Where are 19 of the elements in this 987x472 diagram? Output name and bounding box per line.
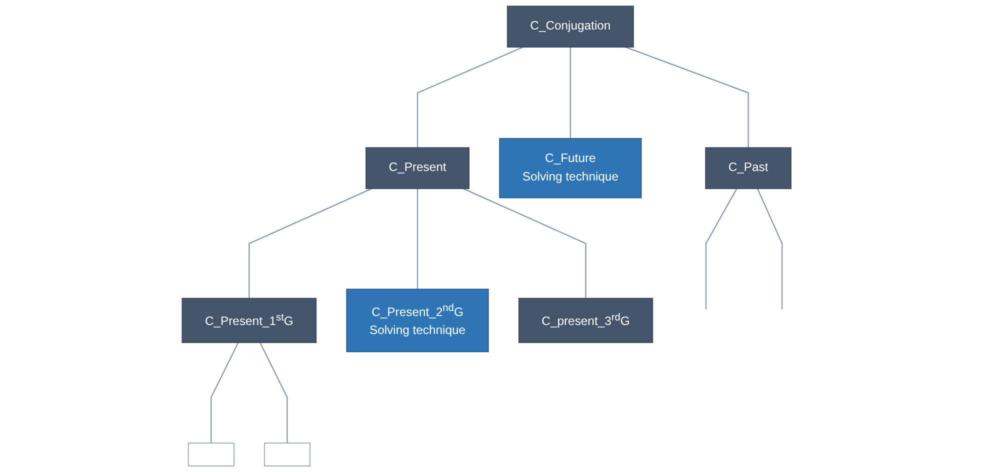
connector	[625, 46, 749, 148]
connector	[210, 342, 239, 444]
node-box: C_Past	[705, 147, 792, 190]
node-box: C_Conjugation	[506, 6, 634, 48]
node-box: C_present_3$^{rd}$G	[518, 298, 654, 344]
node-box: C_Present_2$^{nd}$G Solving technique	[346, 288, 489, 352]
node-box	[264, 442, 310, 466]
connector	[463, 188, 586, 298]
connector	[416, 188, 418, 290]
connector	[248, 188, 372, 298]
connector	[705, 188, 738, 310]
node-box	[188, 442, 234, 466]
connector	[416, 46, 524, 148]
node-box: C_Present_1$^{st}$G	[182, 298, 317, 344]
connector	[570, 47, 571, 138]
node-box: C_Present	[366, 147, 470, 190]
node-box: C_Future Solving technique	[499, 138, 642, 198]
connector	[756, 188, 783, 310]
connector	[260, 342, 288, 444]
